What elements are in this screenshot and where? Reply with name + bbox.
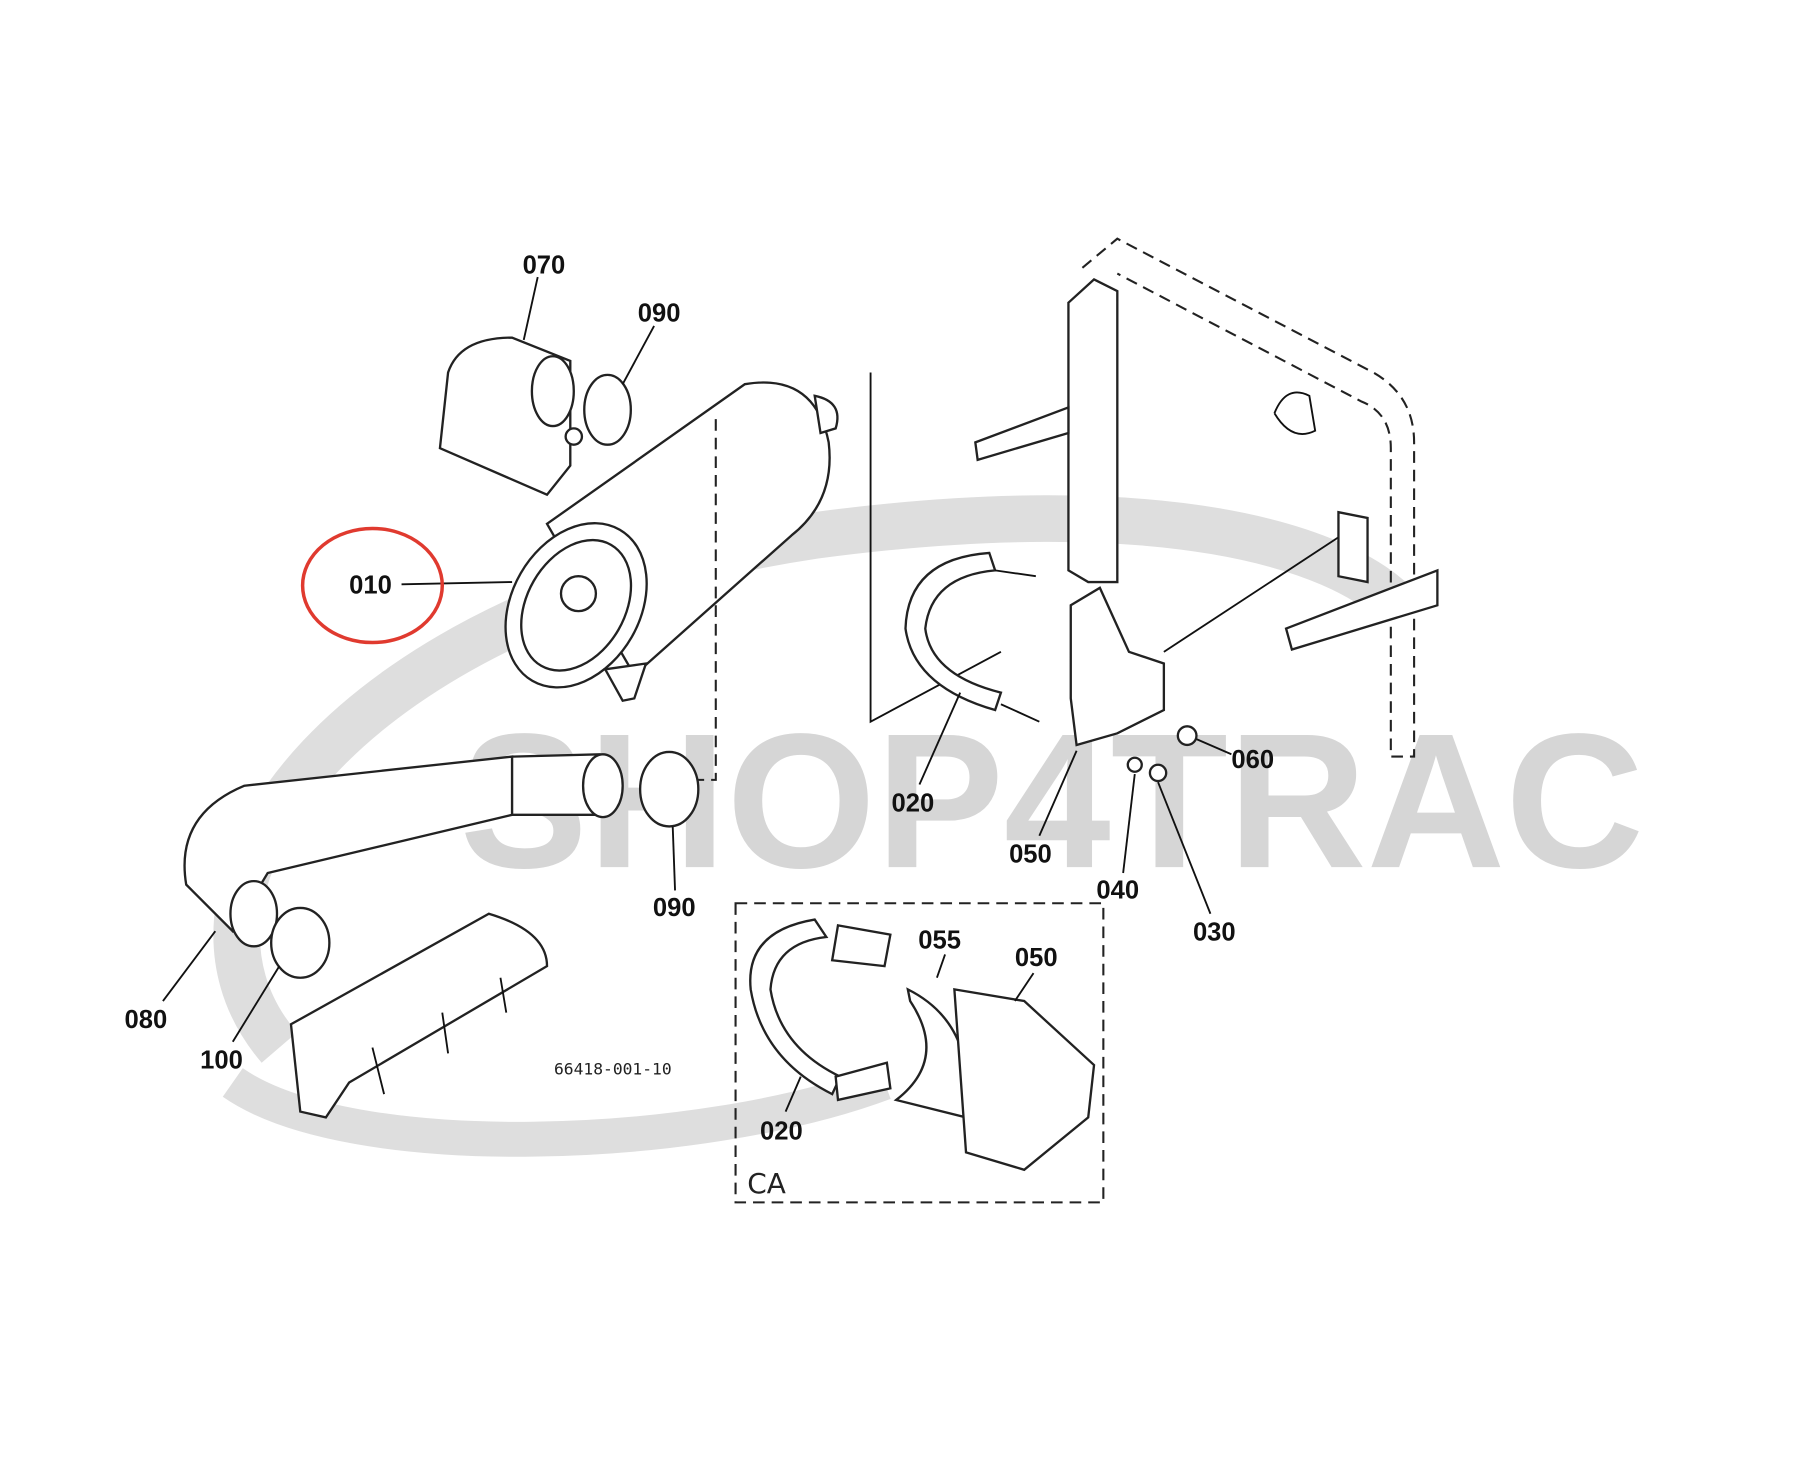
bracket-050 xyxy=(1069,586,1166,747)
callout-040[interactable]: 040 xyxy=(1096,877,1139,905)
callout-080[interactable]: 080 xyxy=(125,1006,168,1034)
callout-060[interactable]: 060 xyxy=(1231,746,1274,774)
highlight-circle xyxy=(300,526,445,645)
inset-label: CA xyxy=(747,1167,786,1200)
air-cleaner-010 xyxy=(504,372,1002,781)
intake-manifold xyxy=(289,912,549,1119)
drawing-code: 66418-001-10 xyxy=(554,1059,672,1078)
leader-lines xyxy=(162,276,1232,1112)
callout-090[interactable]: 090 xyxy=(638,299,681,327)
inset-variant-ca: CA xyxy=(734,902,1105,1204)
band-020 xyxy=(904,551,1198,783)
callout-090[interactable]: 090 xyxy=(653,894,696,922)
callout-010[interactable]: 010 xyxy=(349,572,392,600)
callout-070[interactable]: 070 xyxy=(523,252,566,280)
callout-020[interactable]: 020 xyxy=(760,1118,803,1146)
clamp-090-top xyxy=(583,373,632,446)
bolt-060 xyxy=(1176,725,1198,747)
inlet-pipe-070 xyxy=(438,336,632,497)
watermark-text: SHOP4TRAC xyxy=(460,693,1644,908)
radiator-frame xyxy=(974,237,1439,758)
callout-020[interactable]: 020 xyxy=(892,789,935,817)
callout-050[interactable]: 050 xyxy=(1015,944,1058,972)
clamp-090-bottom xyxy=(638,750,700,828)
washer-040 xyxy=(1126,756,1143,773)
callout-100[interactable]: 100 xyxy=(200,1047,243,1075)
callout-030[interactable]: 030 xyxy=(1193,918,1236,946)
callout-055[interactable]: 055 xyxy=(918,927,961,955)
nut-030 xyxy=(1148,763,1168,783)
callout-labels: 070 090 010 090 080 100 020 050 040 030 … xyxy=(125,252,1275,1146)
hose-080 xyxy=(183,750,700,979)
clamp-100 xyxy=(270,906,331,979)
callout-050[interactable]: 050 xyxy=(1009,841,1052,869)
